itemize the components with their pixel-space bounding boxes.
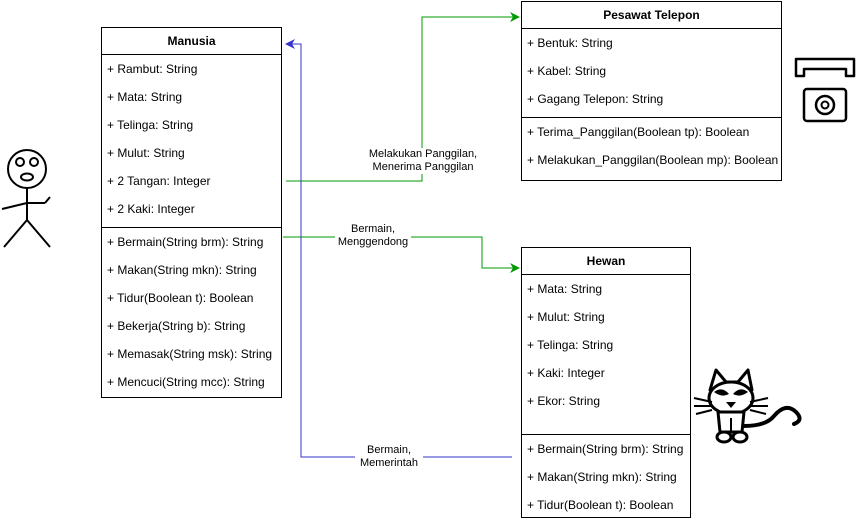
class-pesawat-telepon[interactable]: Pesawat Telepon + Bentuk: String + Kabel…: [521, 1, 782, 181]
attribute-row: + Mulut: String: [107, 146, 185, 160]
cat-icon: [693, 368, 802, 444]
method-row: + Makan(String mkn): String: [527, 470, 677, 484]
connector-manusia-telepon: [286, 12, 520, 182]
attribute-row: + Mulut: String: [527, 310, 605, 324]
attributes-manusia: + Rambut: String + Mata: String + Teling…: [102, 55, 281, 223]
edge-label-manusia-line2: Memerintah: [359, 457, 419, 469]
methods-manusia: + Bermain(String brm): String + Makan(St…: [102, 227, 281, 396]
attributes-pesawat-telepon: + Bentuk: String + Kabel: String + Gagan…: [522, 29, 781, 113]
attribute-row: + Telinga: String: [107, 118, 194, 132]
method-row: + Tidur(Boolean t): Boolean: [527, 498, 674, 512]
attribute-row: + 2 Tangan: Integer: [107, 174, 211, 188]
attribute-row: + Gagang Telepon: String: [527, 92, 664, 106]
class-manusia[interactable]: Manusia + Rambut: String + Mata: String …: [101, 27, 282, 398]
connector-hewan-manusia: [285, 39, 512, 458]
attribute-row: + Ekor: String: [527, 394, 601, 408]
attribute-row: + Mata: String: [527, 282, 603, 296]
telephone-icon: [794, 57, 856, 123]
edge-label-manusia-line1: Bermain,: [366, 444, 412, 456]
method-row: + Makan(String mkn): String: [107, 263, 257, 277]
method-row: + Melakukan_Panggilan(Boolean mp): Boole…: [527, 153, 779, 167]
attribute-row: + 2 Kaki: Integer: [107, 202, 195, 216]
attribute-row: + Telinga: String: [527, 338, 614, 352]
edge-label-hewan-line1: Bermain,: [350, 223, 396, 235]
method-row: + Terima_Panggilan(Boolean tp): Boolean: [527, 125, 750, 139]
edge-label-manusia: Bermain, Memerintah: [355, 444, 423, 470]
method-row: + Mencuci(String mcc): String: [107, 375, 265, 389]
edge-label-hewan-line2: Menggendong: [337, 236, 409, 248]
edge-label-telepon: Melakukan Panggilan, Menerima Panggilan: [365, 148, 481, 174]
attribute-row: + Rambut: String: [107, 62, 198, 76]
class-hewan[interactable]: Hewan + Mata: String + Mulut: String + T…: [521, 247, 691, 518]
methods-hewan: + Bermain(String brm): String + Makan(St…: [522, 434, 690, 519]
method-row: + Bermain(String brm): String: [107, 235, 264, 249]
attribute-row: + Bentuk: String: [527, 36, 613, 50]
edge-label-telepon-line2: Menerima Panggilan: [372, 161, 474, 173]
attribute-row: + Kaki: Integer: [527, 366, 605, 380]
edge-label-hewan: Bermain, Menggendong: [335, 223, 411, 249]
method-row: + Bermain(String brm): String: [527, 442, 684, 456]
method-row: + Bekerja(String b): String: [107, 319, 246, 333]
class-title-hewan: Hewan: [522, 248, 690, 275]
method-row: + Tidur(Boolean t): Boolean: [107, 291, 254, 305]
class-title-pesawat-telepon: Pesawat Telepon: [522, 2, 781, 29]
method-row: + Memasak(String msk): String: [107, 347, 273, 361]
edge-label-telepon-line1: Melakukan Panggilan,: [368, 148, 478, 160]
methods-pesawat-telepon: + Terima_Panggilan(Boolean tp): Boolean …: [522, 117, 781, 174]
attribute-row: + Mata: String: [107, 90, 183, 104]
class-title-manusia: Manusia: [102, 28, 281, 55]
stick-figure-icon: [1, 149, 51, 248]
attributes-hewan: + Mata: String + Mulut: String + Telinga…: [522, 275, 690, 415]
attribute-row: + Kabel: String: [527, 64, 607, 78]
